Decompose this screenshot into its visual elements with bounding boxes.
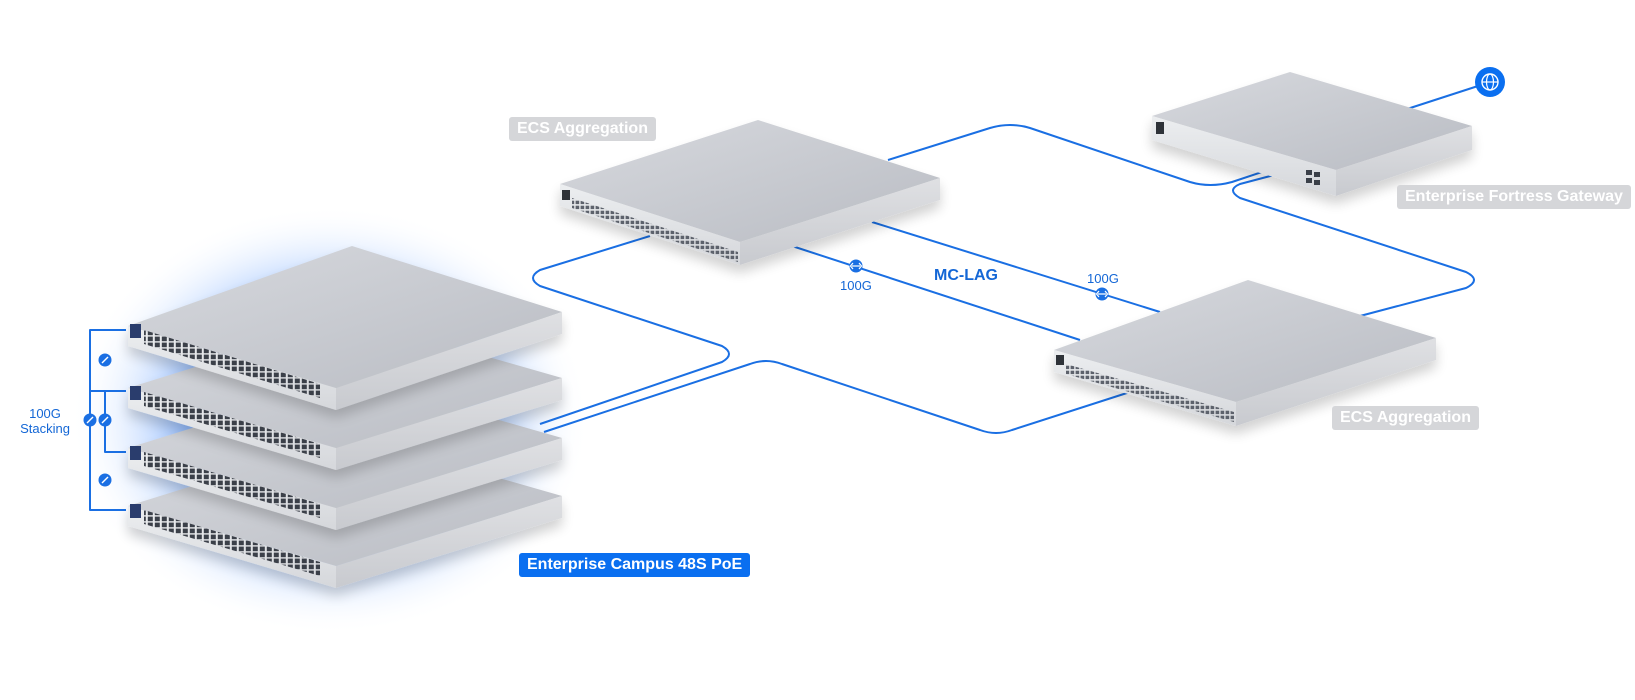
connection-links bbox=[89, 85, 1479, 511]
stacking-word: Stacking bbox=[20, 421, 70, 436]
mc-lag-label: MC-LAG bbox=[934, 267, 998, 284]
link-mclag-left bbox=[791, 245, 1081, 341]
link-node-icon-left bbox=[849, 259, 863, 273]
stack-link-icon-2 bbox=[83, 413, 97, 427]
link-campus-to-aggright bbox=[543, 360, 1131, 434]
globe-icon[interactable] bbox=[1475, 67, 1505, 97]
link-gateway-to-aggright bbox=[1232, 173, 1475, 317]
link-node-icon-right bbox=[1095, 287, 1109, 301]
enterprise-fortress-gateway-device[interactable] bbox=[1152, 72, 1472, 196]
link-gateway-to-internet bbox=[1403, 85, 1479, 111]
campus-switch-1[interactable] bbox=[128, 246, 562, 410]
ecs-aggregation-switch-right[interactable] bbox=[1054, 280, 1436, 426]
link-speed-left: 100G bbox=[840, 278, 872, 293]
stack-link-icon-1 bbox=[98, 353, 112, 367]
ecs-aggregation-label-top: ECS Aggregation bbox=[509, 117, 656, 141]
ecs-aggregation-switch-top[interactable] bbox=[560, 120, 940, 265]
campus-switch-stack[interactable] bbox=[128, 246, 562, 588]
stacking-label: 100G Stacking bbox=[16, 406, 74, 436]
link-mclag-right bbox=[871, 221, 1161, 313]
ecs-aggregation-label-right: ECS Aggregation bbox=[1332, 406, 1479, 430]
link-speed-right: 100G bbox=[1087, 271, 1119, 286]
enterprise-fortress-gateway-label: Enterprise Fortress Gateway bbox=[1397, 185, 1631, 209]
stack-link-icon-3 bbox=[98, 413, 112, 427]
link-campus-to-aggtop bbox=[532, 235, 730, 425]
enterprise-campus-label: Enterprise Campus 48S PoE bbox=[519, 553, 751, 577]
stack-link-icon-4 bbox=[98, 473, 112, 487]
stacking-speed: 100G bbox=[29, 406, 61, 421]
link-aggtop-to-gateway bbox=[887, 124, 1281, 186]
